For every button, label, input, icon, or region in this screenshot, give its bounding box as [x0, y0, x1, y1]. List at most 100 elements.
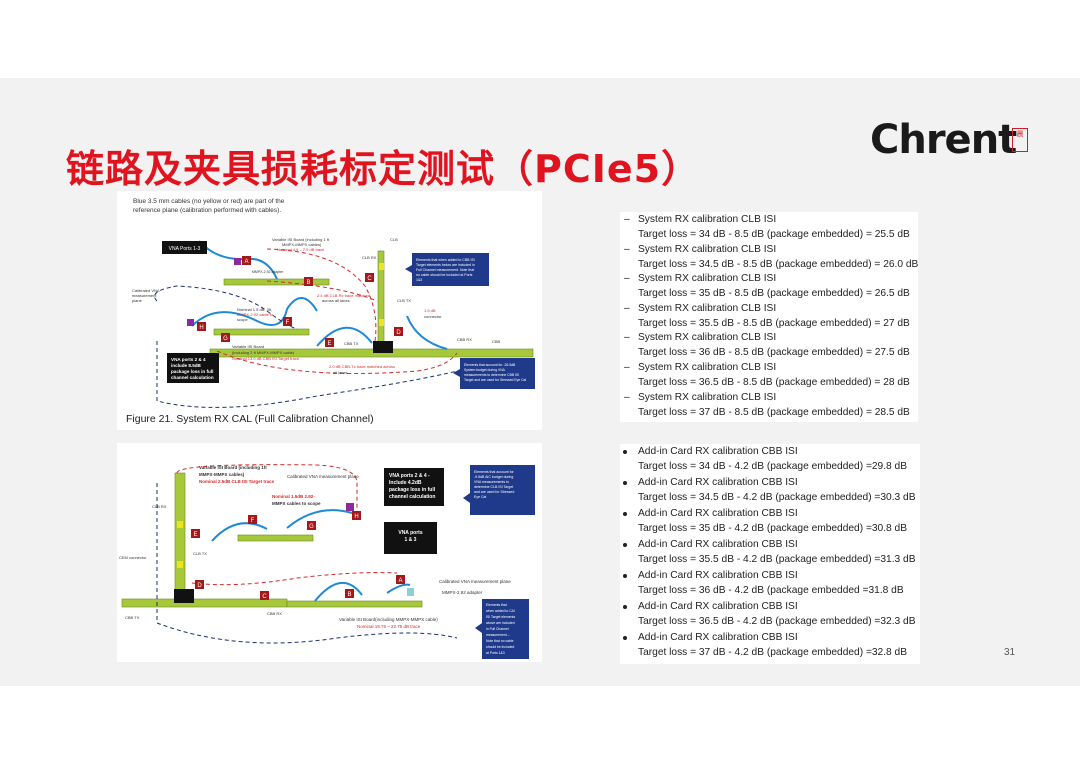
- board-vertical: [174, 472, 186, 594]
- dash-bullet-icon: –: [624, 243, 630, 255]
- list-item-heading: System RX calibration CLB ISI: [638, 214, 777, 225]
- connector-black-2: [174, 589, 194, 603]
- figure-addin-rx-cal: A B C D E F G H VNA ports 2 & 4 - Includ…: [117, 443, 542, 662]
- logo-mark: 晨: [1012, 128, 1028, 152]
- adapter-purple-1: [234, 258, 241, 265]
- adapter-yellow-2: [379, 263, 384, 270]
- dashed-red-2: [266, 280, 378, 302]
- lbl-cal-plane-3: plane: [132, 298, 143, 303]
- list-item-target: Target loss = 35.5 dB - 4.2 dB (package …: [638, 554, 916, 565]
- box-h-text: H: [199, 325, 203, 331]
- callout21-line-6: Eye Cal: [474, 495, 486, 499]
- vna-24-line-2: include 8.5dB: [171, 363, 202, 368]
- lbl2-cal-plane-2: Calibrated VNA measurement plane: [439, 579, 511, 584]
- box2-label-g: G: [307, 521, 316, 530]
- list-item-heading: System RX calibration CLB ISI: [638, 391, 777, 403]
- box-b-text: B: [306, 280, 310, 286]
- diagram-addin-rx: A B C D E F G H VNA ports 2 & 4 - Includ…: [119, 464, 535, 659]
- list-item-target: Target loss = 36 dB - 4.2 dB (package em…: [638, 585, 904, 596]
- dot-bullet-icon: [623, 450, 627, 454]
- lbl2-var-isi-b-2: Nominal 19.75 – 22.75 dB trace: [357, 624, 421, 629]
- list-item-target: Target loss = 34.5 dB - 8.5 dB (package …: [638, 258, 919, 270]
- cable-blue-7: [314, 581, 363, 602]
- adapter-yellow-1: [379, 319, 384, 326]
- adapter2-purple: [346, 503, 354, 511]
- callout21-line-1: Elements that account for: [474, 470, 515, 474]
- dashed-red-4: [176, 464, 358, 513]
- box2-b-text: B: [347, 592, 351, 598]
- figure1-caption: Figure 21. System RX CAL (Full Calibrati…: [126, 413, 374, 425]
- callout1-line-4: no cable should be included at Ports: [416, 273, 473, 277]
- lbl-cal-plane-1: Calibrated VNA: [132, 288, 160, 293]
- list-item-heading-row: –System RX calibration CLB ISI: [620, 271, 920, 286]
- list-item-heading: Add-in Card RX calibration CBB ISI: [638, 446, 798, 457]
- box2-c-text: C: [262, 594, 267, 600]
- dashed-red-5: [191, 572, 398, 586]
- dot-bullet-icon: [623, 481, 627, 485]
- dot-bullet-icon: [623, 543, 627, 547]
- box-c-text: C: [367, 276, 372, 282]
- dash-bullet-icon: –: [624, 391, 630, 403]
- figure1-note: Blue 3.5 mm cables (no yellow or red) ar…: [133, 198, 285, 214]
- box2-h-text: H: [354, 514, 358, 520]
- lbl-nominal-15-2: MMPX-2.92 cable to: [237, 312, 274, 317]
- list-item-heading-row: Add-in Card RX calibration CBB ISI: [620, 506, 920, 521]
- dot-bullet-icon: [623, 512, 627, 516]
- vna2-24-line-1: VNA ports 2 & 4 -: [389, 473, 430, 479]
- dashed-navy-3: [156, 483, 458, 644]
- box2-label-c: C: [260, 591, 269, 600]
- list-item-heading: System RX calibration CLB ISI: [638, 302, 777, 314]
- list-item-target: Target loss = 36 dB - 8.5 dB (package em…: [638, 347, 910, 359]
- adapter2-yellow-2: [177, 561, 183, 568]
- adapter2-teal: [407, 588, 414, 596]
- lbl-clb: CLB: [390, 237, 398, 242]
- vna2-24-line-4: channel calculation: [389, 494, 435, 500]
- vna-ports-13-label: VNA Ports 1-3: [169, 246, 201, 252]
- lbl-cbb-tx: CBB TX: [344, 341, 359, 346]
- slide-title: 链路及夹具损耗标定测试（PCIe5）: [66, 147, 701, 191]
- callout-navy-1: [405, 253, 489, 286]
- cable-blue-3: [316, 326, 373, 347]
- lbl2-var-isi-2: MMPX-MMPX cables): [199, 472, 245, 477]
- box2-label-f: F: [248, 515, 257, 524]
- callout21-line-5: and are used for Stressed: [474, 490, 514, 494]
- dash-bullet-icon: –: [624, 302, 630, 314]
- box2-d-text: D: [197, 583, 202, 589]
- list-item-heading: Add-in Card RX calibration CBB ISI: [638, 632, 798, 643]
- list-item-heading: Add-in Card RX calibration CBB ISI: [638, 477, 798, 488]
- board-isi-1: [213, 328, 310, 336]
- box2-label-a: A: [396, 575, 405, 584]
- list-item-target: Target loss = 34 dB - 8.5 dB (package em…: [638, 229, 910, 240]
- lbl-nominal-15-3: scope: [237, 317, 248, 322]
- dashed-navy-1: [154, 285, 298, 330]
- lbl-cal-plane-2: measurement: [132, 293, 157, 298]
- dash-bullet-icon: –: [624, 332, 630, 344]
- vna-24-line-1: VNA ports 2 & 4: [171, 357, 206, 362]
- lbl2-clb-tx: CLB TX: [193, 551, 207, 556]
- box2-g-text: G: [309, 524, 314, 530]
- lbl-mmpx-adapter: MMPX-2.92 adapter: [252, 270, 284, 274]
- callout1-line-5: 1&3: [416, 278, 422, 282]
- list-item-target: Target loss = 34.5 dB - 4.2 dB (package …: [638, 492, 916, 503]
- vna-24-line-3: package loss in full: [171, 369, 213, 374]
- callout2-navy-2: [475, 599, 529, 659]
- list-item: Add-in Card RX calibration CBB ISI Target…: [620, 475, 920, 505]
- logo-text: Chrent: [870, 117, 1017, 163]
- dot-bullet-icon: [623, 574, 627, 578]
- vna2-13-box: [384, 522, 437, 554]
- box-a-text: A: [244, 259, 248, 265]
- list-item-heading-row: –System RX calibration CLB ISI: [620, 330, 920, 345]
- list-item-heading-row: –System RX calibration CLB ISI: [620, 360, 920, 375]
- box-label-b: B: [304, 277, 313, 286]
- list-item-heading: Add-in Card RX calibration CBB ISI: [638, 601, 798, 612]
- top-band: [0, 0, 1080, 78]
- lbl-var-isi-2-1: Variable ISI Board: [232, 344, 264, 349]
- box2-label-h: H: [352, 511, 361, 520]
- lbl-var-isi-2-3: Nominal 13.0 dB CBB ISI Target trace: [232, 356, 300, 361]
- lbl2-var-isi-b-1: Variable ISI Board(including MMPX-MMPX c…: [339, 617, 438, 622]
